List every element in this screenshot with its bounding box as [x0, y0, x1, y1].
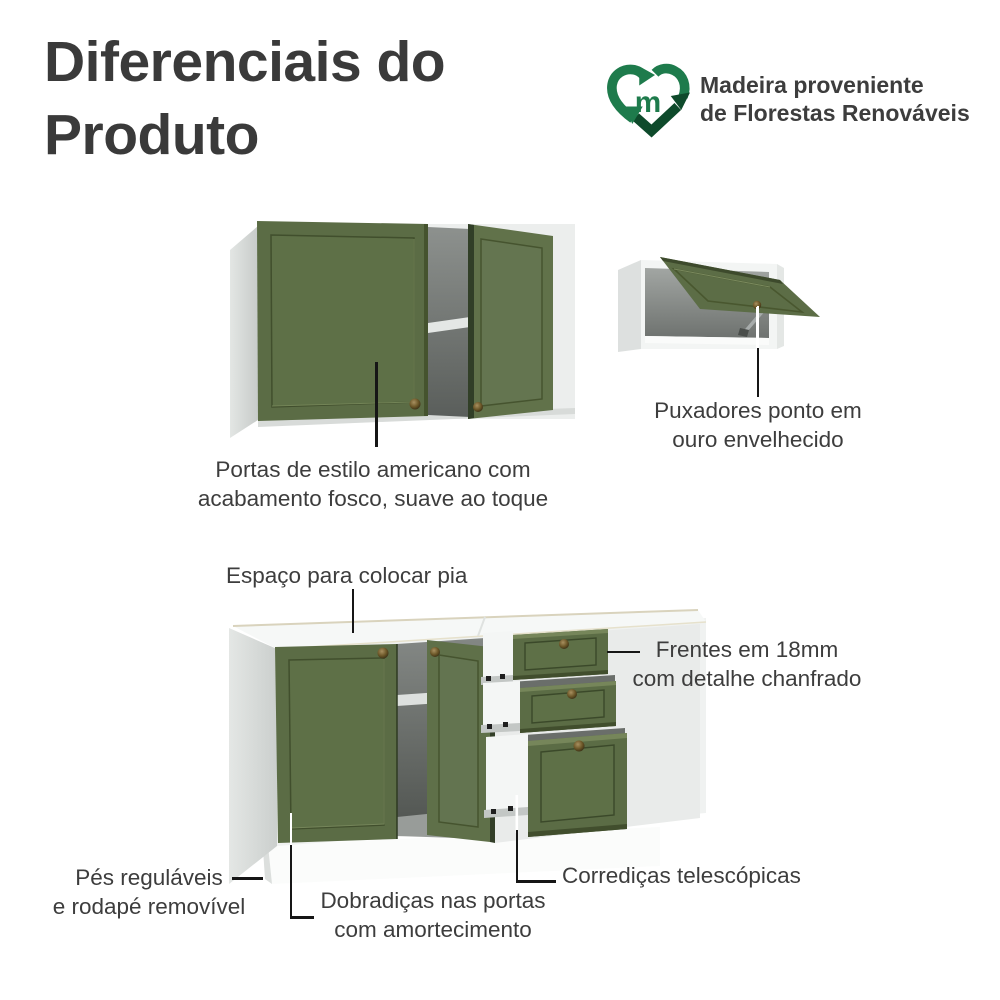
door-knob: [473, 402, 483, 412]
drawer-bevel-top: [520, 681, 616, 692]
badge-text-line1: Madeira proveniente: [700, 72, 924, 98]
stay-arm-bracket: [738, 328, 749, 337]
drawer-panel: [524, 637, 597, 671]
callout-fronts: Frentes em 18mm com detalhe chanfrado: [622, 635, 872, 693]
callout-line-wall-doors: [375, 362, 378, 447]
logo-arrow-right: [651, 63, 690, 99]
flip-cabinet-door: [660, 257, 820, 317]
callout-handles-line2: ouro envelhecido: [672, 427, 844, 452]
flip-cabinet-illustration: [618, 257, 820, 352]
door-knob: [377, 647, 389, 659]
door-groove-highlight: [673, 268, 771, 288]
callout-feet: Pés reguláveis e rodapé removível: [43, 863, 255, 921]
badge-text-line2: de Florestas Renováveis: [700, 100, 970, 126]
door-panel: [270, 234, 415, 408]
callout-wall-doors: Portas de estilo americano com acabament…: [163, 455, 583, 513]
base-cabinet-plinth: [268, 827, 660, 884]
callout-feet-line2: e rodapé removível: [52, 894, 246, 919]
callout-slides: Corrediças telescópicas: [562, 863, 801, 888]
callout-line-slides-vertical: [515, 830, 518, 883]
drawer-gap-shadow: [495, 675, 615, 691]
callout-line-handles-white: [756, 306, 759, 348]
drawer-panel: [540, 744, 615, 823]
badge-text: Madeira proveniente de Florestas Renováv…: [700, 71, 970, 127]
drawer-knob: [559, 639, 569, 649]
door-edge: [424, 224, 428, 416]
callout-hinges-line1: Dobradiças nas portas: [320, 888, 546, 913]
logo-arrowhead-top: [639, 66, 655, 86]
drawer-box: [483, 681, 520, 727]
callout-fronts-line1: Frentes em 18mm: [655, 637, 839, 662]
logo-arrow-bottom: [632, 102, 682, 138]
logo-monogram: m: [635, 86, 661, 119]
callout-line-slides-white: [515, 795, 519, 833]
slide-clip: [500, 674, 505, 679]
callout-line-hinges-white: [289, 813, 292, 845]
door-knob: [752, 300, 762, 310]
door-panel: [438, 654, 479, 828]
slide-clip: [503, 722, 508, 727]
slide-clip: [486, 676, 491, 681]
wall-cabinet-illustration: [230, 221, 575, 438]
callout-feet-line1: Pés reguláveis: [75, 865, 223, 890]
door-thickness-edge: [468, 224, 474, 419]
page-title-line1: Diferenciais do: [44, 30, 446, 94]
callout-line-feet: [232, 877, 263, 880]
flip-cabinet-side: [618, 260, 641, 352]
base-cabinet-illustration: [229, 609, 707, 884]
callout-wall-doors-line2: acabamento fosco, suave ao toque: [197, 486, 549, 511]
slide-clip: [487, 724, 492, 729]
door-top-edge: [660, 257, 783, 284]
logo-arrowhead-right: [670, 92, 690, 110]
drawer-bevel-top: [513, 629, 608, 639]
callout-hinges: Dobradiças nas portas com amortecimento: [307, 886, 559, 944]
callout-handles: Puxadores ponto em ouro envelhecido: [633, 396, 883, 454]
drawer-knob: [573, 740, 585, 752]
drawer-bevel-bottom: [513, 670, 608, 680]
drawer-knob: [567, 689, 577, 699]
callout-line-sink: [351, 589, 354, 633]
base-cabinet-side: [229, 628, 277, 884]
callout-line-hinges-vertical: [289, 845, 292, 919]
door-stay-arm: [742, 310, 764, 335]
door-panel: [288, 657, 385, 830]
heart-recycle-icon: m: [607, 63, 690, 138]
page-title: Diferenciais do Produto: [44, 26, 446, 172]
callout-fronts-line2: com detalhe chanfrado: [632, 666, 862, 691]
callout-line-handles: [756, 348, 759, 397]
door-knob: [409, 398, 421, 410]
drawer-bevel-top: [528, 733, 627, 746]
top-partition-edge: [477, 616, 486, 637]
callout-hinges-line2: com amortecimento: [334, 917, 532, 942]
callout-line-fronts: [607, 650, 640, 653]
door-panel: [480, 238, 543, 407]
wall-cabinet-shelf: [428, 317, 470, 333]
base-cabinet-open-top: [233, 610, 706, 649]
callout-sink: Espaço para colocar pia: [226, 563, 468, 588]
logo-arrowhead-bottom: [625, 106, 643, 124]
page-title-line2: Produto: [44, 103, 259, 167]
flip-cabinet-bottom-rim: [645, 336, 769, 345]
callout-line-hinges-horizontal: [289, 916, 314, 919]
wall-cabinet-side: [230, 226, 258, 438]
drawer-bevel-bottom: [528, 824, 627, 837]
callout-wall-doors-line1: Portas de estilo americano com: [215, 457, 531, 482]
drawer-box: [486, 734, 528, 813]
door-knob: [430, 647, 440, 657]
callout-line-slides-horizontal: [515, 880, 556, 883]
drawer-box: [483, 631, 513, 679]
callout-handles-line1: Puxadores ponto em: [654, 398, 862, 423]
top-edge-banding: [232, 609, 699, 627]
drawer-panel: [531, 689, 605, 724]
door-bevel-highlight: [290, 659, 385, 829]
slide-clip: [508, 806, 513, 811]
drawer-bevel-bottom: [520, 722, 616, 733]
slide-clip: [491, 809, 496, 814]
